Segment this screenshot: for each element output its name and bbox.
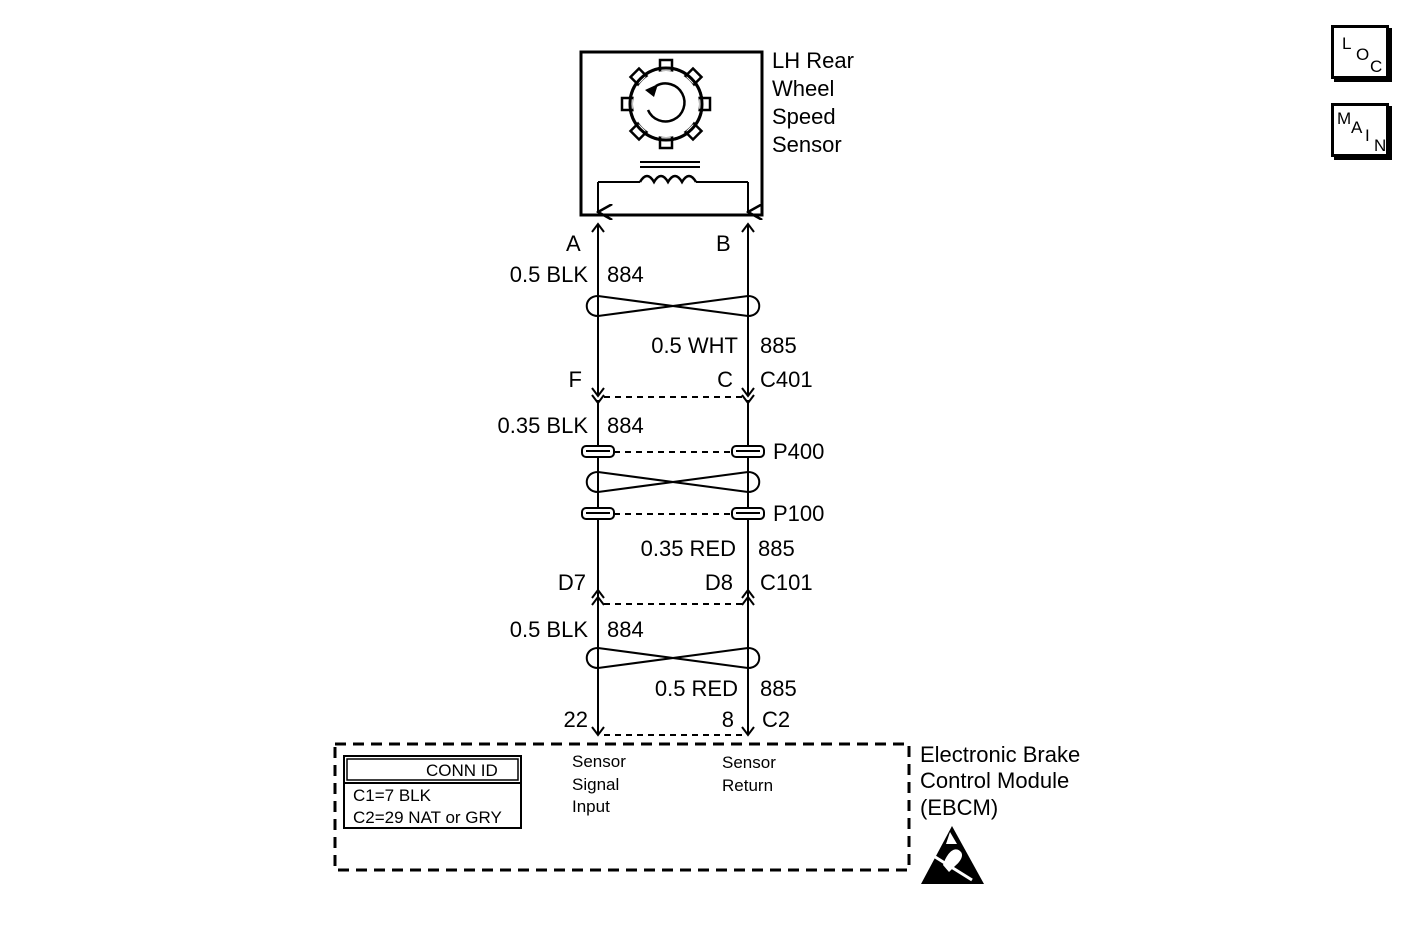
conn-id-row-2: C2=29 NAT or GRY (353, 808, 502, 827)
connector-ab-chevrons (591, 222, 755, 233)
p400-label: P400 (773, 439, 824, 464)
twisted-pair-2 (585, 471, 761, 493)
seg2-right-gauge: 0.35 RED (641, 536, 736, 561)
c2-left-pin: 22 (564, 707, 588, 732)
ebcm-title-line-1: Electronic Brake (920, 742, 1080, 767)
sensor-title-line-2: Wheel (772, 76, 834, 101)
main-letter-n: N (1374, 136, 1387, 155)
ebcm-title-line-2: Control Module (920, 768, 1069, 793)
sensor-title-line-3: Speed (772, 104, 836, 129)
c401-id: C401 (760, 367, 813, 392)
main-letter-a: A (1351, 118, 1363, 137)
sensor-title: LH Rear Wheel Speed Sensor (772, 48, 854, 157)
main-letter-i: I (1365, 126, 1370, 145)
ebcm-input-left-line-1: Sensor (572, 752, 626, 771)
c101-right-pin: D8 (705, 570, 733, 595)
conn-id-header: CONN ID (426, 761, 498, 780)
conn-id-table (343, 755, 522, 829)
ebcm-input-left-line-3: Input (572, 797, 610, 816)
loc-button[interactable]: L O C (1331, 25, 1389, 79)
wheel-speed-sensor-icon (598, 58, 748, 212)
seg2-left-gauge: 0.35 BLK (497, 413, 588, 438)
terminal-b-label: B (716, 231, 731, 256)
loc-letter-l: L (1342, 34, 1352, 53)
ebcm-input-left-line-2: Signal (572, 775, 619, 794)
connector-p400 (581, 445, 765, 458)
connector-p100 (581, 507, 765, 520)
sensor-title-line-1: LH Rear (772, 48, 854, 73)
loc-letter-o: O (1356, 45, 1370, 64)
c2-right-pin: 8 (722, 707, 734, 732)
conn-id-row-1: C1=7 BLK (353, 786, 432, 805)
seg1-left-gauge: 0.5 BLK (510, 262, 589, 287)
seg3-left-gauge: 0.5 BLK (510, 617, 589, 642)
connector-c401 (591, 387, 755, 405)
seg1-left-circuit: 884 (607, 262, 644, 287)
loc-letter-c: C (1370, 57, 1383, 76)
sensor-title-line-4: Sensor (772, 132, 842, 157)
connector-c2 (591, 726, 755, 737)
main-letter-m: M (1337, 109, 1352, 128)
ebcm-input-right-line-1: Sensor (722, 753, 776, 772)
c401-left-pin: F (569, 367, 582, 392)
c101-id: C101 (760, 570, 813, 595)
esd-warning-icon (921, 826, 984, 884)
c101-left-pin: D7 (558, 570, 586, 595)
ebcm-input-right-line-2: Return (722, 776, 773, 795)
terminal-a-label: A (566, 231, 581, 256)
p100-label: P100 (773, 501, 824, 526)
wheel-speed-sensor (579, 50, 764, 215)
ebcm-title-line-3: (EBCM) (920, 795, 998, 820)
twisted-pair-3 (585, 647, 761, 669)
c2-id: C2 (762, 707, 790, 732)
main-button[interactable]: M A I N (1331, 103, 1389, 157)
seg2-right-circuit: 885 (758, 536, 795, 561)
seg3-right-circuit: 885 (760, 676, 797, 701)
ebcm-module-box (333, 742, 911, 872)
seg1-right-circuit: 885 (760, 333, 797, 358)
seg2-left-circuit: 884 (607, 413, 644, 438)
seg3-right-gauge: 0.5 RED (655, 676, 738, 701)
connector-c101 (591, 588, 755, 606)
twisted-pair-1 (585, 295, 761, 317)
c401-right-pin: C (717, 367, 733, 392)
seg3-left-circuit: 884 (607, 617, 644, 642)
seg1-right-gauge: 0.5 WHT (651, 333, 738, 358)
